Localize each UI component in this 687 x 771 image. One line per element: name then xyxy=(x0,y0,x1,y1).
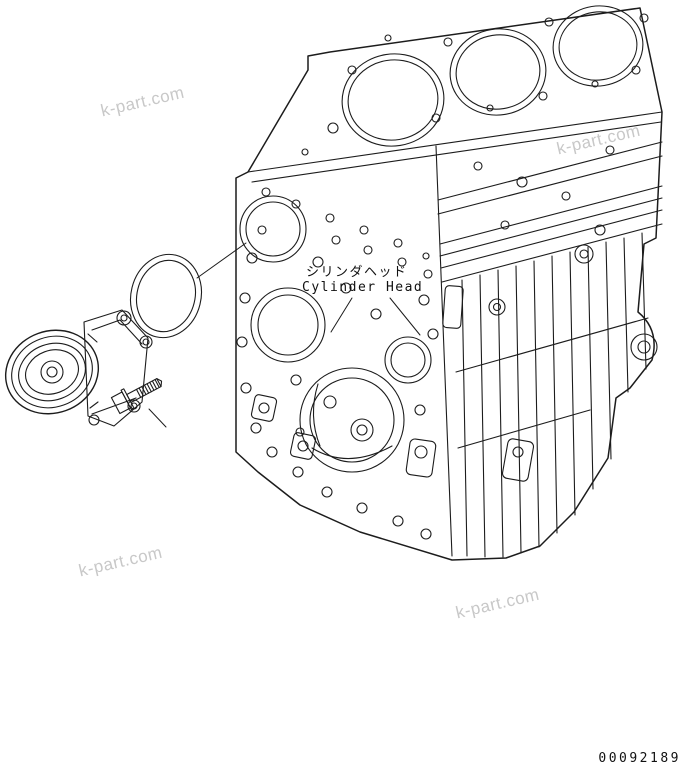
water-pump-body xyxy=(83,309,153,427)
side-ribs xyxy=(461,232,647,558)
leader-lines xyxy=(148,242,421,428)
deck-edge-lines xyxy=(437,141,663,283)
side-opening xyxy=(384,336,432,384)
deck-bolt-holes xyxy=(301,13,649,156)
front-side-edge xyxy=(435,145,453,557)
coolant-opening xyxy=(250,287,326,363)
cylinder-head-label-en: Cylinder Head xyxy=(302,280,424,295)
water-pump-pulley xyxy=(4,329,100,415)
label-leader-left xyxy=(330,297,353,333)
cylinder-head-label-ja: シリンダヘッド xyxy=(306,265,408,280)
o-ring xyxy=(130,253,202,339)
mounting-pads xyxy=(250,285,464,478)
side-details xyxy=(455,317,658,482)
water-pump-port xyxy=(239,195,307,263)
engine-block xyxy=(235,5,663,561)
label-leader-right xyxy=(389,297,421,336)
cylinder-bores xyxy=(341,5,644,147)
block-outline xyxy=(235,7,663,561)
block-front-face xyxy=(236,187,464,540)
front-cover-boss xyxy=(299,367,405,473)
side-face-holes xyxy=(473,145,615,316)
front-face-holes xyxy=(236,187,439,540)
part-number: 00092189 xyxy=(598,751,681,766)
oring-leader-line xyxy=(196,242,247,279)
water-pump xyxy=(4,309,153,427)
block-side-face xyxy=(435,141,663,558)
bolt-leader-line xyxy=(148,408,167,428)
cylinder-head-deck xyxy=(247,5,663,183)
mounting-bolt xyxy=(110,378,163,415)
